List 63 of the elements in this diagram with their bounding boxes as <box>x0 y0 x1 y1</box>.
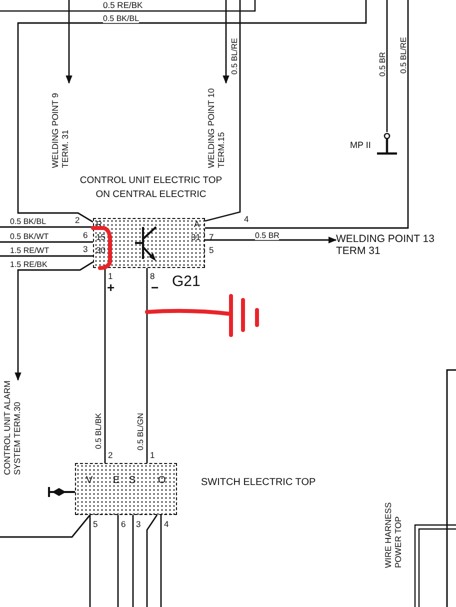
wire-label: 0.5 BL/GN <box>136 413 145 450</box>
pin-number: 4 <box>244 215 249 224</box>
wire-label: 0.5 BL/RE <box>399 37 408 74</box>
pin-number: 15 <box>96 233 106 242</box>
pin-number: 31 <box>191 233 200 242</box>
pin-number: 6 <box>121 520 126 529</box>
wire <box>386 0 388 132</box>
terminal-label: WELDING POINT 9 TERM. 31 <box>50 83 77 168</box>
wire-label: 1.5 RE/BK <box>10 260 48 269</box>
wire <box>0 226 93 228</box>
wire <box>160 515 162 607</box>
component-heading: CONTROL UNIT ELECTRIC TOP ON CENTRAL ELECTRIC <box>78 174 224 202</box>
wire-label: 0.5 BL/BK <box>94 413 103 450</box>
pin-number: 5 <box>93 520 98 529</box>
terminal-letter: E <box>113 476 120 485</box>
arrow <box>222 0 230 84</box>
pin-number: 8 <box>150 272 155 281</box>
measuring-point-label: MP II <box>350 140 371 150</box>
pin-number: 5 <box>209 246 214 255</box>
wire <box>89 515 91 607</box>
terminal-letter: V <box>86 476 93 485</box>
pin-number: 4 <box>164 520 169 529</box>
polarity-sign: + <box>107 283 115 292</box>
wire-label: 0.5 BK/BL <box>10 217 46 226</box>
component-code: G21 <box>172 273 200 290</box>
polarity-sign: − <box>151 283 159 292</box>
pin-number: 1 <box>150 451 155 460</box>
pin-number: 3 <box>83 245 88 254</box>
pin-number: 2 <box>75 216 80 225</box>
wire-label: 0.5 BK/WT <box>10 232 49 241</box>
terminal-label: CONTROL UNIT ALARM SYSTEM TERM.30 <box>2 380 38 475</box>
terminal-letter: S <box>129 476 136 485</box>
arrow <box>205 236 337 244</box>
wire <box>104 268 106 463</box>
arrow <box>14 261 94 381</box>
terminal-letter: O <box>158 476 166 485</box>
pin-number: 2 <box>108 451 113 460</box>
component-heading: SWITCH ELECTRIC TOP <box>201 477 316 488</box>
wire <box>0 255 93 257</box>
wire <box>205 0 409 229</box>
wire <box>17 0 367 223</box>
wire <box>146 514 158 607</box>
wire-label: 0.5 BR <box>255 231 280 240</box>
wire <box>0 241 93 243</box>
wire <box>132 515 134 607</box>
wire <box>117 515 119 607</box>
wire <box>146 268 148 463</box>
pin-number: 1 <box>108 272 113 281</box>
wire-label: 0.5 BR <box>378 52 387 76</box>
wire <box>0 514 91 538</box>
pin-number: 3 <box>136 520 141 529</box>
pin-number: 6 <box>83 231 88 240</box>
terminal-label: WELDING POINT 13 TERM 31 <box>336 233 454 259</box>
wire-label: 1.5 RE/WT <box>10 246 50 255</box>
pin-number: A <box>194 220 200 229</box>
pin-number: 30 <box>96 246 106 255</box>
terminal-label: WELDING POINT 10 TERM.15 <box>206 83 233 168</box>
wire-label: 0.5 BL/RE <box>230 38 239 74</box>
wire-label: 0.5 BK/BL <box>103 14 140 23</box>
wire <box>204 0 241 222</box>
terminal-label: WIRE HARNESS POWER TOP <box>383 478 411 568</box>
wire-label: 0.5 RE/BK <box>103 1 143 10</box>
arrow <box>66 0 72 84</box>
